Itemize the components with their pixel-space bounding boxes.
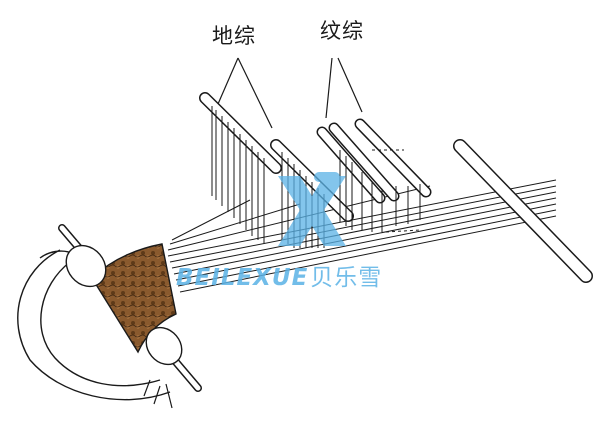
watermark-chinese: 贝乐雪 xyxy=(310,265,383,291)
warp-threads xyxy=(167,179,557,293)
watermark-latin: BEILEXUE xyxy=(176,265,309,291)
back-beam xyxy=(453,139,593,283)
ground-heddle xyxy=(199,92,354,248)
pattern-heddle-label: 纹综 xyxy=(320,19,364,43)
pattern-heddle xyxy=(316,118,432,233)
watermark-logo xyxy=(278,172,346,246)
label-pointers xyxy=(217,57,363,129)
woven-fabric xyxy=(91,243,177,354)
cloth-beam xyxy=(58,224,202,409)
watermark-text: BEILEXUE贝乐雪 xyxy=(176,258,382,292)
ground-heddle-label: 地综 xyxy=(212,24,256,48)
